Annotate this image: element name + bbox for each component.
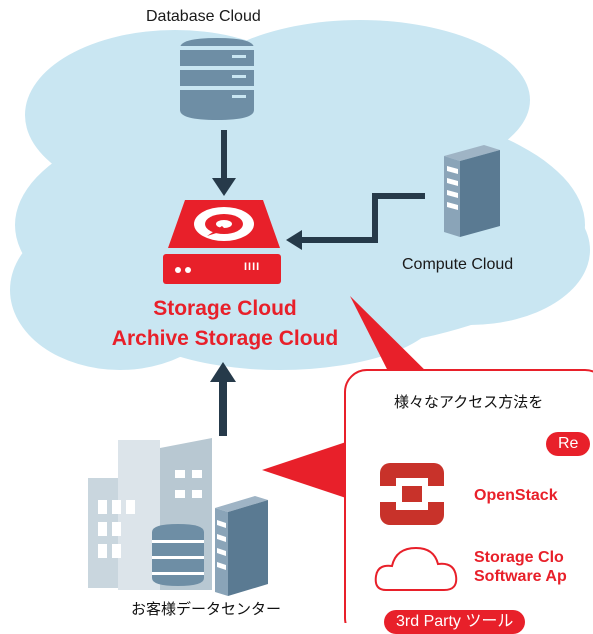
datacenter-label: お客様データセンター (131, 601, 282, 618)
rest-api-pill: Re (546, 432, 591, 456)
storage-software-line2: Software Ap (474, 568, 567, 585)
datacenter-database-icon (152, 524, 204, 586)
storage-appliance-icon (163, 200, 281, 284)
compute-cloud-label: Compute Cloud (402, 256, 514, 273)
panel-heading: 様々なアクセス方法を (394, 394, 544, 411)
datacenter-server-icon (215, 496, 268, 596)
callout-wedge-top (350, 296, 440, 385)
arrow-db-to-storage (212, 130, 236, 196)
storage-icon-marks: IIII (244, 261, 261, 273)
cloud-background (10, 20, 590, 370)
archive-storage-cloud-title: Archive Storage Cloud (111, 327, 339, 350)
openstack-label: OpenStack (474, 487, 558, 504)
server-icon (444, 145, 500, 237)
cloud-outline-icon (374, 546, 458, 591)
storage-software-line1: Storage Clo (474, 549, 564, 566)
arrow-dc-to-storage (210, 362, 236, 436)
database-icon (180, 38, 254, 120)
arrow-compute-to-storage (286, 193, 425, 250)
storage-cloud-title: Storage Cloud (153, 297, 297, 320)
third-party-tools-pill: 3rd Party ツール (384, 610, 526, 634)
database-cloud-label: Database Cloud (146, 8, 261, 25)
openstack-icon (380, 463, 444, 525)
callout-wedge-left (262, 440, 352, 500)
access-methods-panel (344, 369, 593, 623)
